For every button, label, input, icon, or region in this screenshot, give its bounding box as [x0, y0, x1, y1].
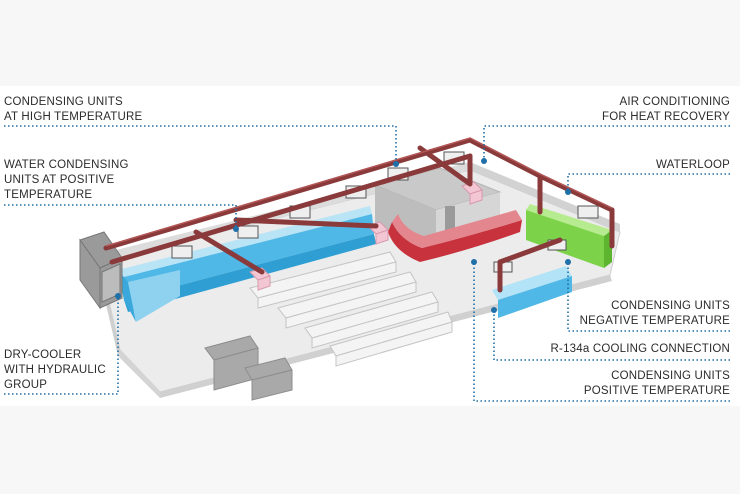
blue-island-front — [498, 276, 572, 318]
checkout-counters — [204, 335, 293, 401]
top-margin — [0, 0, 740, 86]
label-condensing-high: CONDENSING UNITS AT HIGH TEMPERATURE — [4, 95, 142, 125]
label-line: FOR HEAT RECOVERY — [601, 111, 730, 123]
green-case-front — [526, 210, 604, 268]
leader-dots — [115, 158, 571, 313]
label-line: AT HIGH TEMPERATURE — [4, 111, 143, 123]
leader-lines — [4, 125, 730, 402]
label-dry-cooler: DRY-COOLER WITH HYDRAULIC GROUP — [4, 348, 106, 393]
back-room-door — [445, 206, 455, 232]
red-curved-case — [388, 220, 522, 262]
bottom-margin — [0, 406, 740, 494]
label-line: DRY-COOLER — [4, 349, 82, 361]
label-r134a: R-134a COOLING CONNECTION — [551, 342, 730, 357]
label-line: CONDENSING UNITS — [611, 370, 730, 382]
label-condensing-positive: CONDENSING UNITS POSITIVE TEMPERATURE — [584, 369, 730, 399]
label-line: TEMPERATURE — [4, 189, 93, 201]
label-line: CONDENSING UNITS — [4, 96, 123, 108]
label-line: R-134a COOLING CONNECTION — [550, 343, 730, 355]
label-line: CONDENSING UNITS — [611, 300, 730, 312]
pipe-network — [103, 137, 615, 293]
label-line: UNITS AT POSITIVE — [4, 174, 115, 186]
shelf-gondolas — [249, 251, 453, 367]
green-case-top — [526, 204, 612, 236]
blue-case-left-front — [128, 270, 180, 322]
label-line: WATER CONDENSING — [4, 159, 129, 171]
label-line: WATERLOOP — [655, 159, 730, 171]
blue-case-back-front — [120, 214, 374, 300]
label-line: WITH HYDRAULIC — [4, 364, 106, 376]
blue-island-top — [492, 266, 572, 300]
red-case-top — [392, 210, 522, 248]
label-condensing-negative: CONDENSING UNITS NEGATIVE TEMPERATURE — [580, 299, 730, 329]
label-line: POSITIVE TEMPERATURE — [583, 385, 730, 397]
label-waterloop: WATERLOOP — [656, 158, 730, 173]
label-line: NEGATIVE TEMPERATURE — [579, 315, 730, 327]
label-line: GROUP — [4, 379, 48, 391]
label-line: AIR CONDITIONING — [619, 96, 730, 108]
pipe-highlight — [105, 137, 613, 247]
blue-case-back-glass — [124, 234, 376, 312]
label-water-condensing: WATER CONDENSING UNITS AT POSITIVE TEMPE… — [4, 158, 129, 203]
floor-front-edge — [118, 350, 160, 398]
label-air-conditioning: AIR CONDITIONING FOR HEAT RECOVERY — [602, 95, 730, 125]
